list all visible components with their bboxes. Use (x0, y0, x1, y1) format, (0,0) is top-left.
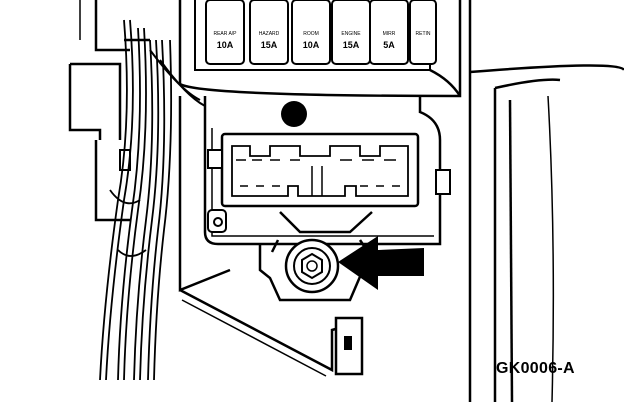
fuse-5-rating: 5A (383, 40, 395, 50)
fuse-1-rating: 10A (217, 40, 234, 50)
connector-block (220, 132, 420, 208)
fuse-3-label: ROOM (303, 31, 319, 37)
fuse-1-label: REAR A/P (213, 31, 237, 37)
fuse-1: REAR A/P 10A (205, 0, 245, 65)
wire-harness (99, 19, 206, 381)
hex-bolt-icon (284, 238, 340, 294)
fuse-5-label: MIRR (383, 31, 396, 37)
fuse-4-rating: 15A (343, 40, 360, 50)
right-housing-panel (468, 0, 624, 402)
fuse-4: ENGINE 15A (331, 0, 371, 65)
fuse-4-label: ENGINE (341, 31, 361, 37)
fuse-2: HAZARD 15A (249, 0, 289, 65)
mounting-hole-icon (281, 101, 307, 127)
figure-code-label: GK0006-A (496, 360, 575, 377)
fuse-2-rating: 15A (261, 40, 278, 50)
fuse-3-rating: 10A (303, 40, 320, 50)
left-bracket (68, 0, 231, 292)
fuse-3: ROOM 10A (291, 0, 331, 65)
housing-clips (207, 149, 451, 233)
arrow-pointer-icon (338, 236, 424, 290)
fuse-row: REAR A/P 10A HAZARD 15A ROOM 10A ENGINE … (205, 0, 437, 65)
fuse-5: MIRR 5A (369, 0, 409, 65)
fuse-6: RETIN (409, 0, 437, 65)
mounting-tab (179, 288, 364, 377)
fuse-6-label: RETIN (416, 31, 431, 37)
connector-pins (236, 159, 400, 187)
fuse-2-label: HAZARD (259, 31, 280, 37)
